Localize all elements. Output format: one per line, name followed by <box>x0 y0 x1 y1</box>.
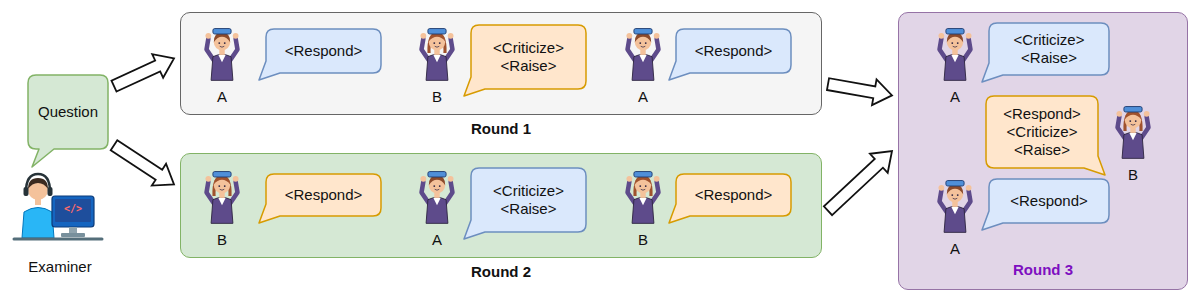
agent-figure <box>205 29 238 81</box>
bubble-text: <Criticize> <Raise> <box>997 31 1101 67</box>
speech-bubble: <Criticize> <Raise> <box>471 168 586 232</box>
agent-figures <box>205 29 1149 233</box>
speech-bubble: <Respond> <box>266 174 381 216</box>
bubble-shape <box>28 75 108 167</box>
speech-bubble: <Criticize> <Raise> <box>989 23 1109 75</box>
agent-label: A <box>950 88 960 106</box>
bubble-text: <Respond> <Criticize> <Raise> <box>994 105 1090 159</box>
speech-bubble: <Respond> <Criticize> <Raise> <box>986 96 1098 168</box>
bubble-shape <box>464 25 586 96</box>
speech-bubble: <Criticize> <Raise> <box>471 25 586 89</box>
bubble-text: <Respond> <box>695 42 773 60</box>
agent-figure <box>420 172 453 224</box>
bubble-shape <box>259 29 381 80</box>
agent-figure <box>420 29 453 81</box>
bubble-text: <Respond> <box>285 186 363 204</box>
agent-figure <box>938 181 971 233</box>
agent-figure <box>626 172 659 224</box>
bubble-text: <Respond> <box>695 186 773 204</box>
speech-bubble: <Respond> <box>676 174 791 216</box>
flow-arrow <box>111 54 174 91</box>
agent-label: A <box>950 240 960 258</box>
bubble-shape <box>669 174 791 223</box>
bubble-text: <Criticize> <Raise> <box>479 182 578 218</box>
agent-figure <box>205 172 238 224</box>
examiner-figure <box>14 174 102 239</box>
agent-label: A <box>432 231 442 249</box>
bubble-shape <box>464 168 586 239</box>
bubble-text: <Respond> <box>285 42 363 60</box>
round-heading: Round 1 <box>181 120 821 138</box>
round-panel: <Respond><Criticize> <Raise><Respond>Rou… <box>180 12 822 115</box>
agent-label: B <box>217 231 227 249</box>
bubble-text: <Criticize> <Raise> <box>479 39 578 75</box>
speech-bubble: <Respond> <box>989 179 1109 223</box>
code-symbol: </> <box>64 203 82 215</box>
agent-label: B <box>432 88 442 106</box>
speech-bubble: <Respond> <box>676 29 791 73</box>
agent-figure <box>1116 107 1149 159</box>
round-panel: <Criticize> <Raise> <Respond> <Criticize>… <box>898 12 1188 290</box>
bubble-shape <box>669 29 791 80</box>
bubble-shape <box>982 23 1109 82</box>
agent-figure <box>938 29 971 81</box>
speech-bubble: <Respond> <box>266 29 381 73</box>
question-bubble: Question <box>28 75 108 149</box>
agent-label: A <box>638 88 648 106</box>
bubble-shape <box>982 179 1109 230</box>
agent-label: B <box>1128 166 1138 184</box>
flow-arrow <box>111 140 174 185</box>
round-heading: Round 3 <box>899 261 1187 279</box>
agent-label: A <box>217 88 227 106</box>
question-text: Question <box>38 103 98 121</box>
flow-arrow <box>824 151 892 215</box>
agent-label: B <box>638 231 648 249</box>
examiner-label: Examiner <box>28 258 91 276</box>
bubble-text: <Respond> <box>1010 192 1088 210</box>
round-panel: <Respond><Criticize> <Raise><Respond>Rou… <box>180 153 822 258</box>
bubble-shape <box>986 96 1105 175</box>
bubble-shape <box>259 174 381 223</box>
flow-arrow <box>827 78 892 105</box>
round-heading: Round 2 <box>181 263 821 281</box>
agent-figure <box>626 29 659 81</box>
